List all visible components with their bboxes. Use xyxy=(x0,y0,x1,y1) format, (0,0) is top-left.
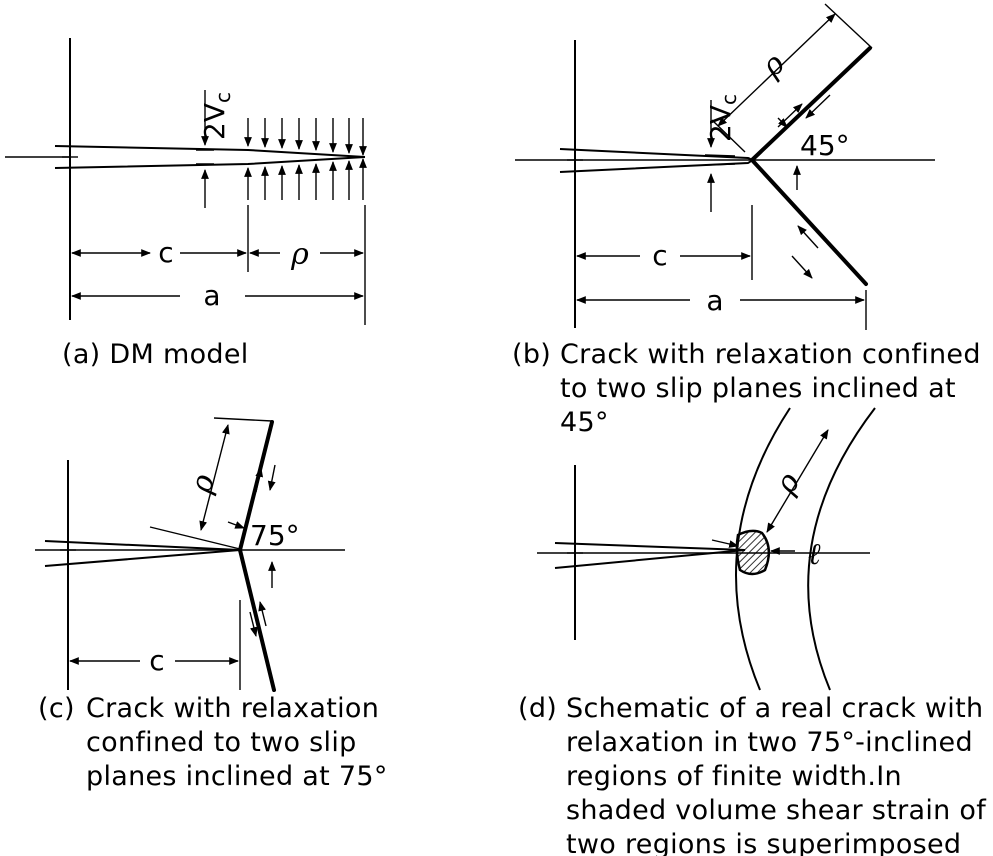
panel-b-label-angle: 45° xyxy=(800,129,850,162)
panel-b-slip-plane-lower xyxy=(750,158,868,286)
panel-b-shear-arrow xyxy=(797,225,819,249)
caption-c-line: planes inclined at 75° xyxy=(86,761,388,792)
panel-b-shear-arrow xyxy=(805,94,831,119)
panel-c-crack-faces xyxy=(44,540,241,567)
panel-a-label-rho: ρ xyxy=(290,237,309,272)
panel-d-crack-faces xyxy=(554,542,746,569)
caption-b-line: to two slip planes inclined at xyxy=(560,373,956,404)
panel-d-label-rho: ρ xyxy=(768,467,808,501)
panel-a-drawing: c ρ a 2Vc xyxy=(5,38,367,325)
panel-c-shear-arrow xyxy=(249,611,258,637)
panel-c-shear-arrow xyxy=(255,467,264,493)
panel-b-label-opening: 2Vc xyxy=(704,94,741,142)
panel-a-crack-upper-face xyxy=(54,145,366,158)
panel-a-label-c: c xyxy=(158,236,173,269)
caption-d-line: regions of finite width.In xyxy=(566,761,902,792)
panel-b-label-rho: ρ xyxy=(754,46,792,84)
panel-a-cohesive-arrows-top xyxy=(244,118,367,156)
caption-c-tag: (c) xyxy=(38,693,75,724)
panel-d-drawing: ρ ℓ xyxy=(537,407,876,691)
caption-d-line: two regions is superimposed xyxy=(566,829,962,856)
caption-d-line: relaxation in two 75°-inclined xyxy=(566,727,973,758)
panel-d-dim-rho xyxy=(766,429,829,533)
panel-a-label-a: a xyxy=(203,279,220,312)
caption-a-text: DM model xyxy=(109,339,249,370)
panel-c-label-angle: 75° xyxy=(250,519,300,552)
panel-c-drawing: ρ 75° c xyxy=(35,417,345,692)
panel-c-label-c: c xyxy=(149,644,164,677)
caption-b-tag: (b) xyxy=(512,339,552,370)
panel-c-slip-plane-lower xyxy=(238,548,276,692)
caption-d-line: shaded volume shear strain of xyxy=(566,795,987,826)
panel-a-cohesive-arrows-bottom xyxy=(244,158,367,200)
panel-d-label-l: ℓ xyxy=(808,537,821,572)
caption-d: (d) Schematic of a real crack with relax… xyxy=(518,692,986,856)
caption-c: (c) Crack with relaxation confined to tw… xyxy=(38,692,388,794)
caption-d-line: Schematic of a real crack with xyxy=(566,693,984,724)
svg-text:2Vc: 2Vc xyxy=(704,94,741,142)
caption-b-line: 45° xyxy=(560,407,609,438)
panel-d-region-boundary-outer xyxy=(807,407,876,691)
panel-a-label-opening: 2Vc xyxy=(198,92,235,140)
panel-c-dim-rho xyxy=(199,424,230,531)
panel-c-shear-arrow xyxy=(267,464,276,491)
panel-c-slip-plane-upper xyxy=(238,420,274,552)
caption-b: (b) Crack with relaxation confined to tw… xyxy=(512,338,981,440)
caption-d-tag: (d) xyxy=(518,693,558,724)
panel-b-dim-rho xyxy=(717,13,836,127)
caption-c-line: confined to two slip xyxy=(86,727,357,758)
caption-a: (a) DM model xyxy=(62,338,249,372)
panel-c-label-rho: ρ xyxy=(183,471,222,498)
panel-b-shear-arrow xyxy=(791,255,813,279)
panel-d-shaded-volume xyxy=(735,529,771,576)
panel-b-label-a: a xyxy=(706,284,723,317)
panel-c-shear-arrow xyxy=(258,601,267,627)
svg-text:2Vc: 2Vc xyxy=(198,92,235,140)
panel-b-label-c: c xyxy=(652,239,667,272)
panel-b-drawing: ρ 45° 2Vc c a xyxy=(515,3,935,330)
caption-a-tag: (a) xyxy=(62,339,101,370)
caption-b-line: Crack with relaxation confined xyxy=(560,339,981,370)
caption-c-line: Crack with relaxation xyxy=(86,693,380,724)
panel-a-crack-lower-face xyxy=(54,156,366,169)
